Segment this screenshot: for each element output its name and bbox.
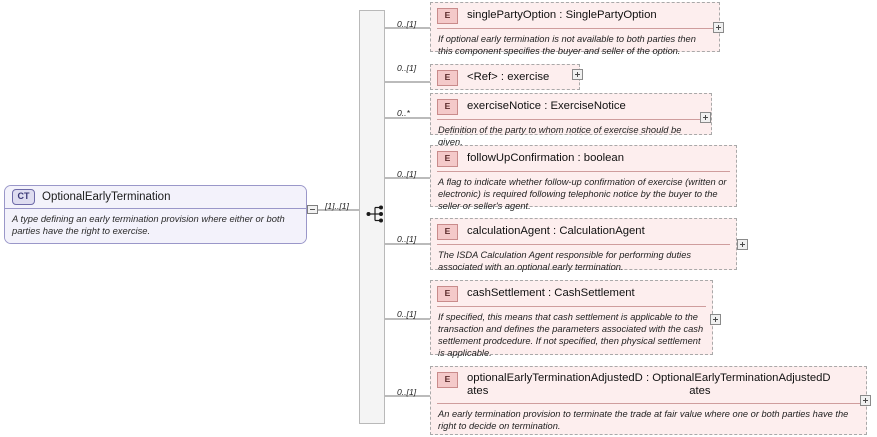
element-node-exercise-ref[interactable]: E <Ref> : exercise xyxy=(430,64,580,90)
expand-toggle-cashsettlement[interactable] xyxy=(710,314,721,325)
element-badge-icon: E xyxy=(437,372,458,388)
element-name-line1: optionalEarlyTerminationAdjustedD : Opti… xyxy=(467,372,831,384)
element-header: E optionalEarlyTerminationAdjustedD : Op… xyxy=(434,370,863,402)
element-header: E exerciseNotice : ExerciseNotice xyxy=(434,97,708,118)
divider xyxy=(437,171,730,172)
element-documentation: The ISDA Calculation Agent responsible f… xyxy=(438,250,692,273)
divider xyxy=(437,244,730,245)
element-documentation: Definition of the party to whom notice o… xyxy=(438,125,682,148)
complextype-badge-icon: CT xyxy=(12,189,35,205)
divider xyxy=(437,119,705,120)
complextype-title: OptionalEarlyTermination xyxy=(42,191,171,203)
cardinality-singlepartyoption: 0..[1] xyxy=(397,19,417,29)
element-header: E singlePartyOption : SinglePartyOption xyxy=(434,6,716,27)
element-name: followUpConfirmation : boolean xyxy=(467,152,624,165)
divider xyxy=(5,208,306,209)
element-node-followupconfirmation[interactable]: E followUpConfirmation : boolean A flag … xyxy=(430,145,737,211)
element-node-exercisenotice[interactable]: E exerciseNotice : ExerciseNotice Defini… xyxy=(430,93,712,147)
element-name: exerciseNotice : ExerciseNotice xyxy=(467,100,626,113)
expand-toggle-exercise-ref[interactable] xyxy=(572,69,583,80)
element-badge-icon: E xyxy=(437,70,458,86)
element-badge-icon: E xyxy=(437,286,458,302)
element-header: E cashSettlement : CashSettlement xyxy=(434,284,709,305)
element-header: E calculationAgent : CalculationAgent xyxy=(434,222,733,243)
cardinality-cashsettlement: 0..[1] xyxy=(397,309,417,319)
element-name: <Ref> : exercise xyxy=(467,71,550,84)
element-name: calculationAgent : CalculationAgent xyxy=(467,225,645,238)
element-documentation: An early termination provision to termin… xyxy=(438,408,849,431)
element-documentation: If specified, this means that cash settl… xyxy=(438,312,704,359)
element-node-singlepartyoption[interactable]: E singlePartyOption : SinglePartyOption … xyxy=(430,2,720,56)
element-badge-icon: E xyxy=(437,151,458,167)
divider xyxy=(437,402,860,404)
expand-toggle-optionalearlyterminationadjusteddates[interactable] xyxy=(860,395,871,406)
expand-toggle-calculationagent[interactable] xyxy=(737,239,748,250)
element-name: singlePartyOption : SinglePartyOption xyxy=(467,9,657,22)
expand-toggle-singlepartyoption[interactable] xyxy=(713,22,724,33)
sequence-compositor-icon[interactable] xyxy=(366,203,388,225)
element-badge-icon: E xyxy=(437,224,458,240)
complextype-header: CT OptionalEarlyTermination xyxy=(5,186,306,208)
complextype-node-optionalearlytermination[interactable]: CT OptionalEarlyTermination A type defin… xyxy=(4,185,307,245)
divider xyxy=(437,306,706,307)
element-name-line2: ates ates xyxy=(467,385,711,398)
complextype-documentation: A type defining an early termination pro… xyxy=(5,209,306,244)
cardinality-optionalearlyterminationadjusteddates: 0..[1] xyxy=(397,387,417,397)
cardinality-exercisenotice: 0..* xyxy=(397,108,410,118)
element-documentation: A flag to indicate whether follow-up con… xyxy=(438,177,727,212)
sequence-compositor-bar xyxy=(359,10,385,424)
element-node-calculationagent[interactable]: E calculationAgent : CalculationAgent Th… xyxy=(430,218,737,272)
cardinality-calculationagent: 0..[1] xyxy=(397,234,417,244)
element-header: E <Ref> : exercise xyxy=(434,68,576,89)
element-badge-icon: E xyxy=(437,99,458,115)
element-node-cashsettlement[interactable]: E cashSettlement : CashSettlement If spe… xyxy=(430,280,713,358)
element-node-optionalearlyterminationadjusteddates[interactable]: E optionalEarlyTerminationAdjustedD : Op… xyxy=(430,366,867,435)
cardinality-exercise-ref: 0..[1] xyxy=(397,63,417,73)
element-badge-icon: E xyxy=(437,8,458,24)
element-name: cashSettlement : CashSettlement xyxy=(467,287,635,300)
element-name: optionalEarlyTerminationAdjustedD : Opti… xyxy=(467,372,855,399)
complextype-collapse-toggle[interactable] xyxy=(307,205,318,214)
expand-toggle-exercisenotice[interactable] xyxy=(700,112,711,123)
element-header: E followUpConfirmation : boolean xyxy=(434,149,733,170)
root-cardinality-label: [1]..[1] xyxy=(325,201,349,211)
element-documentation: If optional early termination is not ava… xyxy=(438,34,696,57)
cardinality-followupconfirmation: 0..[1] xyxy=(397,169,417,179)
divider xyxy=(437,28,713,29)
